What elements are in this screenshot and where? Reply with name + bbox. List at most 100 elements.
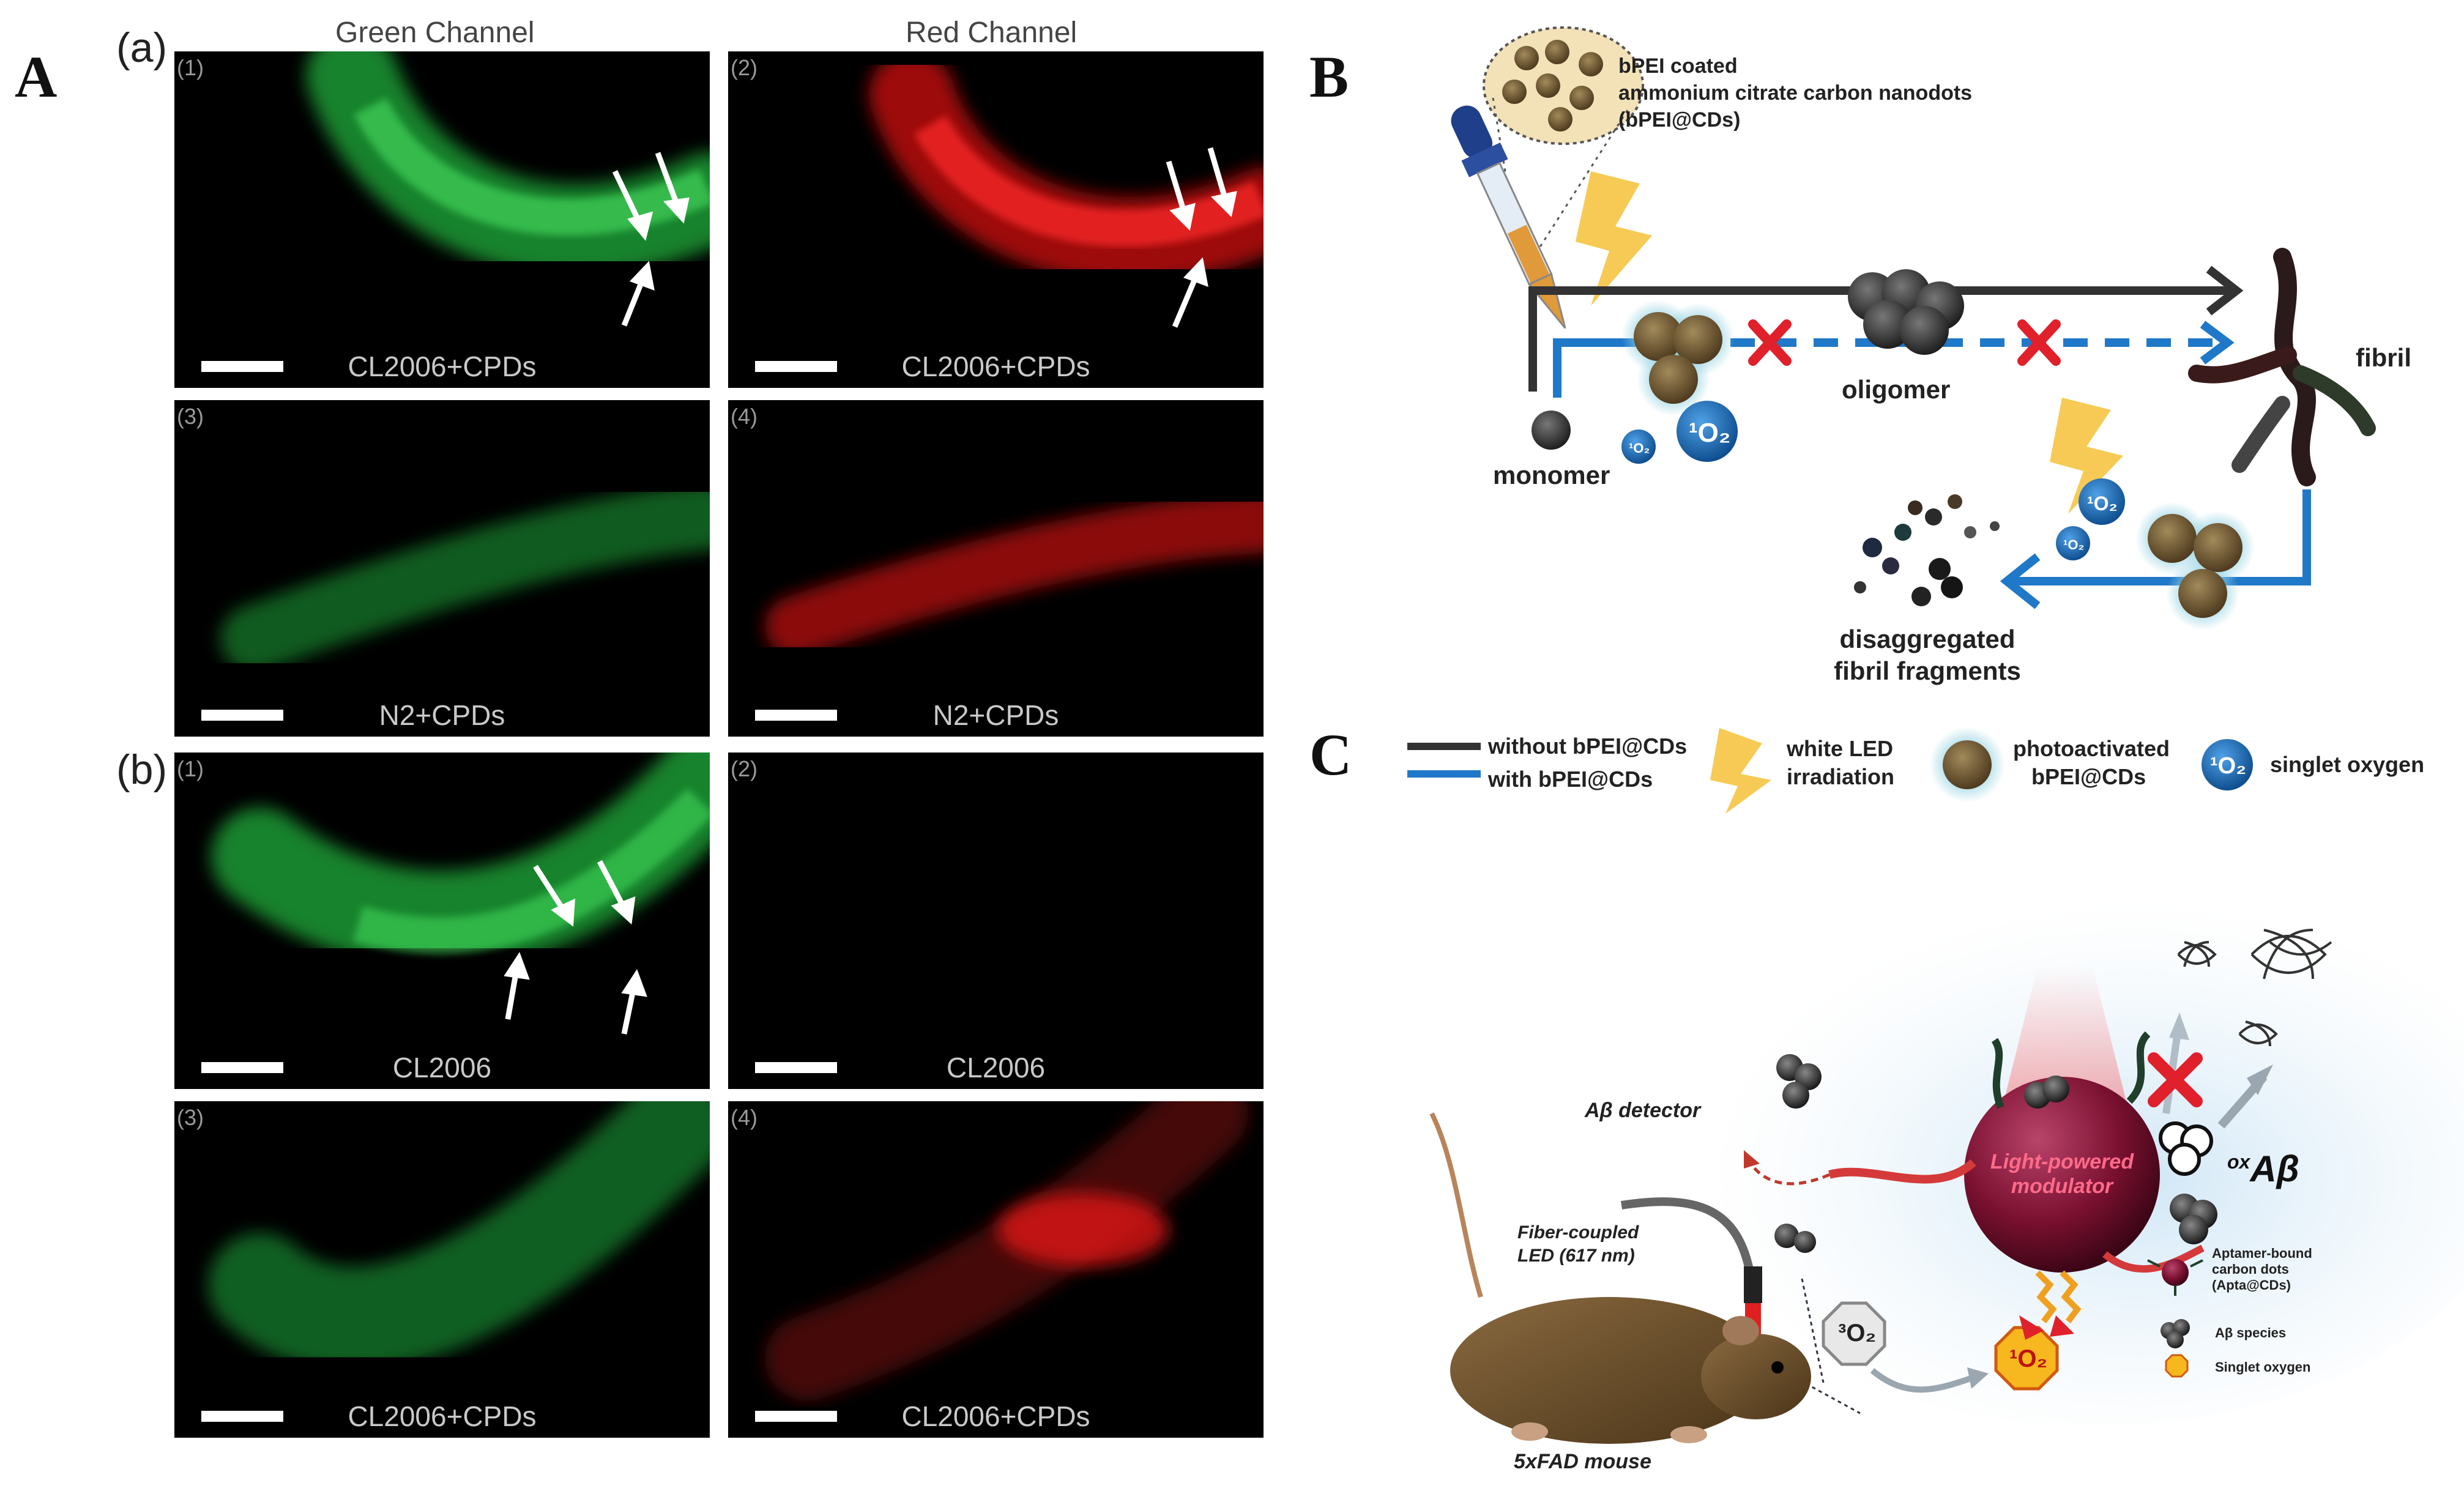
scale-bar <box>201 1062 283 1073</box>
panel-label: CL2006 <box>946 1052 1046 1083</box>
monomer-dot <box>1532 411 1571 450</box>
panel-number: (1) <box>177 756 204 781</box>
ox-superscript: ox <box>2227 1151 2250 1173</box>
block-cross-2 <box>2017 319 2061 366</box>
panel-number: (4) <box>731 404 757 429</box>
panel-a-sub-b: (b) <box>116 746 168 793</box>
micrograph-a1-green: (1) CL2006+CPDs <box>174 51 710 388</box>
triplet-oxygen-octagon: ³O₂ <box>1822 1301 1886 1366</box>
red-channel-title: Red Channel <box>906 17 1078 49</box>
scale-bar <box>755 1411 837 1422</box>
micrograph-a4-red: (4) N2+CPDs <box>728 400 1264 737</box>
fibril-tangles <box>2177 929 2332 1047</box>
panel-c-letter: C <box>1309 722 1352 787</box>
panel-label: CL2006+CPDs <box>348 351 537 382</box>
scale-bar <box>755 1062 837 1073</box>
monomer-label: monomer <box>1493 461 1610 489</box>
panel-b-diagram: ¹O₂ ¹O₂ <box>1451 26 2376 630</box>
bubble-dots <box>1502 40 1603 132</box>
block-cross-1 <box>1748 319 1792 366</box>
legend-without: without bPEI@CDs <box>1488 734 1688 759</box>
panel-number: (2) <box>731 55 757 80</box>
panel-label: CL2006 <box>392 1052 492 1083</box>
panel-c-diagram: ³O₂ ¹O₂ <box>1429 875 2464 1444</box>
panel-b-letter: B <box>1309 44 1349 110</box>
c-legend-species-icon <box>2161 1319 2190 1348</box>
oligomer-label: oligomer <box>1842 375 1951 404</box>
legend-photo-2: bPEI@CDs <box>2031 764 2146 789</box>
singlet-oxygen-octagon: ¹O₂ <box>1994 1326 2059 1391</box>
c-legend-singlet: Singlet oxygen <box>2215 1359 2311 1375</box>
svg-text:¹O₂: ¹O₂ <box>2009 1345 2047 1372</box>
panel-a-sub-a: (a) <box>116 24 168 71</box>
path-without-cds <box>1528 286 2233 392</box>
legend-lightning-icon <box>1710 728 1771 814</box>
scale-bar <box>201 361 283 372</box>
detector-label: Aβ detector <box>1585 1099 1701 1122</box>
path-return <box>2013 489 2311 585</box>
panel-number: (3) <box>177 1105 204 1130</box>
arrow-group-b1 <box>504 860 647 1035</box>
singlet-oxygen-icon: ¹O₂ ¹O₂ <box>1621 401 1738 464</box>
panel-number: (4) <box>731 1105 757 1130</box>
scale-bar <box>201 1411 283 1422</box>
panel-number: (2) <box>731 756 757 781</box>
fiber-label-2: LED (617 nm) <box>1517 1246 1635 1266</box>
micrograph-b2-red: (2) CL2006 <box>728 753 1264 1089</box>
panel-number: (3) <box>177 404 204 429</box>
micrograph-a3-green: (3) N2+CPDs <box>174 400 710 737</box>
panel-a-letter: A <box>15 44 58 110</box>
panel-label: CL2006+CPDs <box>901 1400 1090 1432</box>
scale-bar <box>755 361 837 372</box>
modulator-label-1: Light-powered <box>1990 1150 2134 1173</box>
micrograph-a2-red: (2) CL2006+CPDs <box>728 51 1264 388</box>
c-legend-apta-3: (Apta@CDs) <box>2212 1277 2291 1293</box>
photoactivated-cluster-2 <box>2135 502 2255 630</box>
energy-squiggles <box>2035 1270 2082 1323</box>
panel-label: CL2006+CPDs <box>348 1400 537 1432</box>
fragments-label-2: fibril fragments <box>1834 656 2021 685</box>
oligomer-cluster <box>1848 269 1964 355</box>
green-channel-title: Green Channel <box>335 17 535 49</box>
coated-label-1: bPEI coated <box>1618 54 1738 78</box>
svg-text:¹O₂: ¹O₂ <box>2063 537 2084 552</box>
arrow-group-a2 <box>1166 147 1237 328</box>
modulator-ball <box>1964 1077 2160 1273</box>
fibril-structure <box>2188 248 2376 486</box>
ox-abeta-text: Aβ <box>2250 1148 2299 1189</box>
c-legend-apta-2: carbon dots <box>2212 1262 2289 1277</box>
legend-led-2: irradiation <box>1787 764 1895 789</box>
fragments-label-1: disaggregated <box>1839 625 2015 653</box>
legend-cd-icon <box>1943 740 1992 789</box>
legend-photo-1: photoactivated <box>2013 736 2170 761</box>
arrow-group-a1 <box>612 152 690 327</box>
legend-symbols: ¹O₂ <box>1407 728 2253 814</box>
panel-number: (1) <box>177 55 204 80</box>
lightning-icon <box>1576 171 1652 306</box>
c-legend-apta-1: Aptamer-bound <box>2212 1246 2312 1261</box>
fibril-label: fibril <box>2356 343 2411 372</box>
scale-bar <box>755 710 837 721</box>
scale-bar <box>201 710 283 721</box>
c-legend-singlet-icon <box>2165 1354 2189 1378</box>
light-beam <box>2001 967 2129 1113</box>
c-legend-apta-icon <box>2147 1259 2203 1296</box>
mouse-label: 5xFAD mouse <box>1514 1450 1651 1473</box>
panel-label: N2+CPDs <box>379 699 505 731</box>
mouse-figure <box>1429 1112 1811 1444</box>
fiber-label-1: Fiber-coupled <box>1517 1222 1639 1243</box>
panel-label: N2+CPDs <box>932 699 1059 731</box>
svg-text:¹O₂: ¹O₂ <box>1689 418 1730 448</box>
lightning-icon-2 <box>2050 398 2123 514</box>
micrograph-b1-green: (1) CL2006 <box>174 753 710 1089</box>
svg-text:¹O₂: ¹O₂ <box>2210 753 2246 779</box>
singlet-oxygen-icon-2: ¹O₂ ¹O₂ <box>2056 478 2125 560</box>
legend-singlet: singlet oxygen <box>2270 752 2425 777</box>
modulator-label-2: modulator <box>2011 1175 2113 1198</box>
fibril-fragments <box>1854 494 2000 606</box>
legend-led-1: white LED <box>1787 736 1894 761</box>
svg-text:¹O₂: ¹O₂ <box>1629 440 1650 456</box>
abeta-species <box>1774 1054 2217 1253</box>
svg-text:³O₂: ³O₂ <box>1838 1320 1876 1347</box>
photoactivated-cluster <box>1621 300 1735 416</box>
